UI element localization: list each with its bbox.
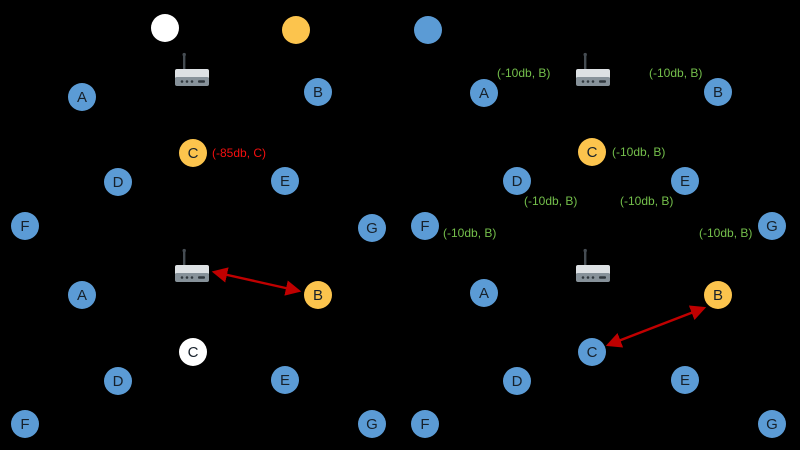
node-bottom-right-a: A bbox=[470, 279, 498, 307]
node-top-left-e: E bbox=[271, 167, 299, 195]
router-bottom-right bbox=[571, 248, 615, 288]
node-bottom-left-c: C bbox=[179, 338, 207, 366]
router-top-left bbox=[170, 52, 214, 92]
node-bottom-right-d: D bbox=[503, 367, 531, 395]
wifi-router-icon bbox=[175, 248, 209, 282]
signal-annotation-top-right: (-10db, B) bbox=[699, 226, 753, 240]
node-top-right-c: C bbox=[578, 138, 606, 166]
node-top-right-b: B bbox=[704, 78, 732, 106]
signal-annotation-top-right: (-10db, B) bbox=[524, 194, 578, 208]
node-top-right-f: F bbox=[411, 212, 439, 240]
legend-blue-circle bbox=[414, 16, 442, 44]
signal-annotation-top-right: (-10db, B) bbox=[620, 194, 674, 208]
signal-annotation-top-right: (-10db, B) bbox=[649, 66, 703, 80]
wifi-router-icon bbox=[576, 52, 610, 86]
router-top-right bbox=[571, 52, 615, 92]
roaming-arrow-bottom-right bbox=[605, 305, 707, 348]
node-bottom-right-g: G bbox=[758, 410, 786, 438]
legend-yellow-circle bbox=[282, 16, 310, 44]
roaming-arrow-bottom-left bbox=[211, 267, 302, 296]
signal-annotation-top-right: (-10db, B) bbox=[497, 66, 551, 80]
node-bottom-left-b: B bbox=[304, 281, 332, 309]
node-top-right-g: G bbox=[758, 212, 786, 240]
node-bottom-right-c: C bbox=[578, 338, 606, 366]
wifi-router-icon bbox=[576, 248, 610, 282]
node-bottom-left-f: F bbox=[11, 410, 39, 438]
node-bottom-right-b: B bbox=[704, 281, 732, 309]
node-top-right-d: D bbox=[503, 167, 531, 195]
node-top-left-b: B bbox=[304, 78, 332, 106]
wifi-router-icon bbox=[175, 52, 209, 86]
signal-annotation-top-left: (-85db, C) bbox=[212, 146, 267, 160]
node-bottom-left-d: D bbox=[104, 367, 132, 395]
node-bottom-right-f: F bbox=[411, 410, 439, 438]
node-bottom-left-e: E bbox=[271, 366, 299, 394]
node-top-left-d: D bbox=[104, 168, 132, 196]
signal-annotation-top-right: (-10db, B) bbox=[443, 226, 497, 240]
node-bottom-right-e: E bbox=[671, 366, 699, 394]
node-bottom-left-g: G bbox=[358, 410, 386, 438]
node-top-right-e: E bbox=[671, 167, 699, 195]
legend-white-circle bbox=[151, 14, 179, 42]
node-bottom-left-a: A bbox=[68, 281, 96, 309]
signal-annotation-top-right: (-10db, B) bbox=[612, 145, 666, 159]
node-top-right-a: A bbox=[470, 79, 498, 107]
node-top-left-c: C bbox=[179, 139, 207, 167]
node-top-left-a: A bbox=[68, 83, 96, 111]
router-bottom-left bbox=[170, 248, 214, 288]
node-top-left-g: G bbox=[358, 214, 386, 242]
node-top-left-f: F bbox=[11, 212, 39, 240]
